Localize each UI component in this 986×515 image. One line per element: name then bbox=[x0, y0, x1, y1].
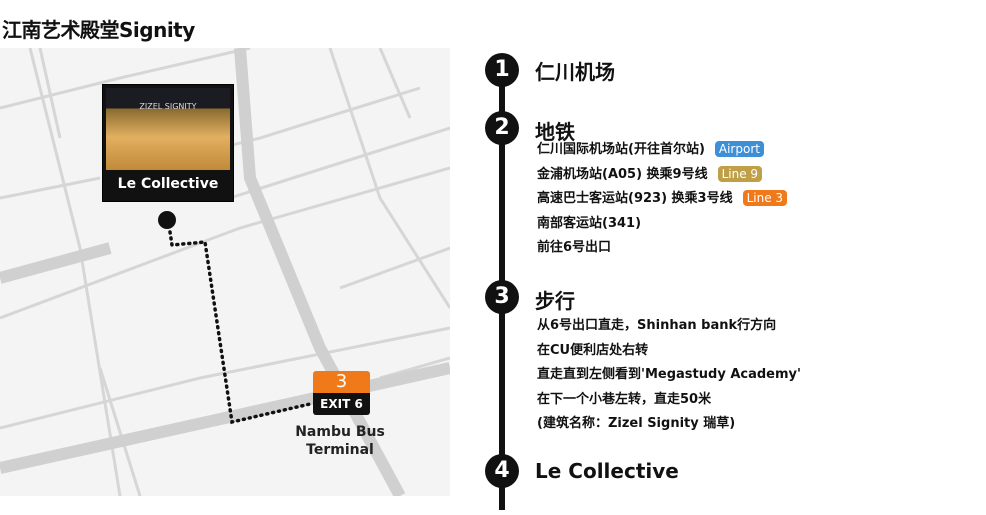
destination-pin[interactable]: ZIZEL SIGNITY Le Collective bbox=[102, 84, 234, 202]
detail-line: 前往6号出口 bbox=[537, 240, 612, 255]
destination-label: Le Collective bbox=[117, 176, 219, 192]
step-4-title: Le Collective bbox=[535, 459, 679, 483]
step-1-title: 仁川机场 bbox=[535, 60, 615, 84]
step-2-marker: 2 bbox=[485, 111, 519, 145]
building-sign: ZIZEL SIGNITY bbox=[139, 102, 197, 111]
detail-line: 在CU便利店处右转 bbox=[537, 342, 649, 358]
building-photo: ZIZEL SIGNITY bbox=[106, 88, 230, 170]
detail-line: 南部客运站(341) bbox=[537, 215, 642, 231]
exit-label: EXIT 6 bbox=[313, 393, 370, 415]
walking-route bbox=[168, 230, 312, 425]
detail-line: (建筑名称：Zizel Signity 瑞草) bbox=[537, 416, 736, 431]
detail-line: 在下一个小巷左转，直走50米 bbox=[537, 391, 712, 407]
detail-line: 从6号出口直走，Shinhan bank行方向 bbox=[537, 318, 777, 333]
line-3-badge: Line 3 bbox=[742, 190, 788, 206]
detail-line: 仁川国际机场站(开往首尔站)Airport bbox=[537, 138, 787, 163]
destination-marker bbox=[158, 211, 176, 229]
station-name: Nambu Bus Terminal bbox=[295, 424, 385, 458]
step-1-marker: 1 bbox=[485, 53, 519, 87]
step-3-details: 从6号出口直走，Shinhan bank行方向 在CU便利店处右转 直走直到左侧… bbox=[537, 314, 801, 437]
line-9-badge: Line 9 bbox=[717, 165, 763, 182]
step-2-title: 地铁 bbox=[535, 120, 575, 144]
step-4-marker: 4 bbox=[485, 454, 519, 488]
line-number: 3 bbox=[313, 371, 370, 393]
step-3-marker: 3 bbox=[485, 280, 519, 314]
airport-line-badge: Airport bbox=[714, 141, 764, 157]
page-title: 江南艺术殿堂Signity bbox=[2, 18, 195, 42]
street-lines bbox=[0, 48, 450, 496]
exit-badge: 3 EXIT 6 bbox=[313, 371, 370, 415]
step-3-title: 步行 bbox=[535, 289, 575, 313]
detail-line: 直走直到左侧看到'Megastudy Academy' bbox=[537, 367, 801, 382]
